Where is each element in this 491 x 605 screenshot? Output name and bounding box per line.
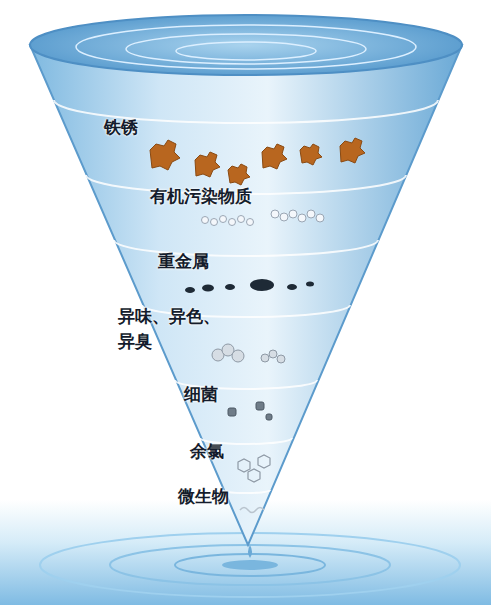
layer-label: 铁锈 (104, 115, 138, 140)
layer-label: 重金属 (158, 249, 209, 274)
layer-label: 微生物 (178, 484, 229, 509)
layer-label: 余氯 (190, 439, 224, 464)
layer-label: 异味、异色、 异臭 (118, 304, 230, 353)
layer-label: 有机污染物质 (150, 184, 252, 209)
layer-label: 细菌 (184, 382, 218, 407)
